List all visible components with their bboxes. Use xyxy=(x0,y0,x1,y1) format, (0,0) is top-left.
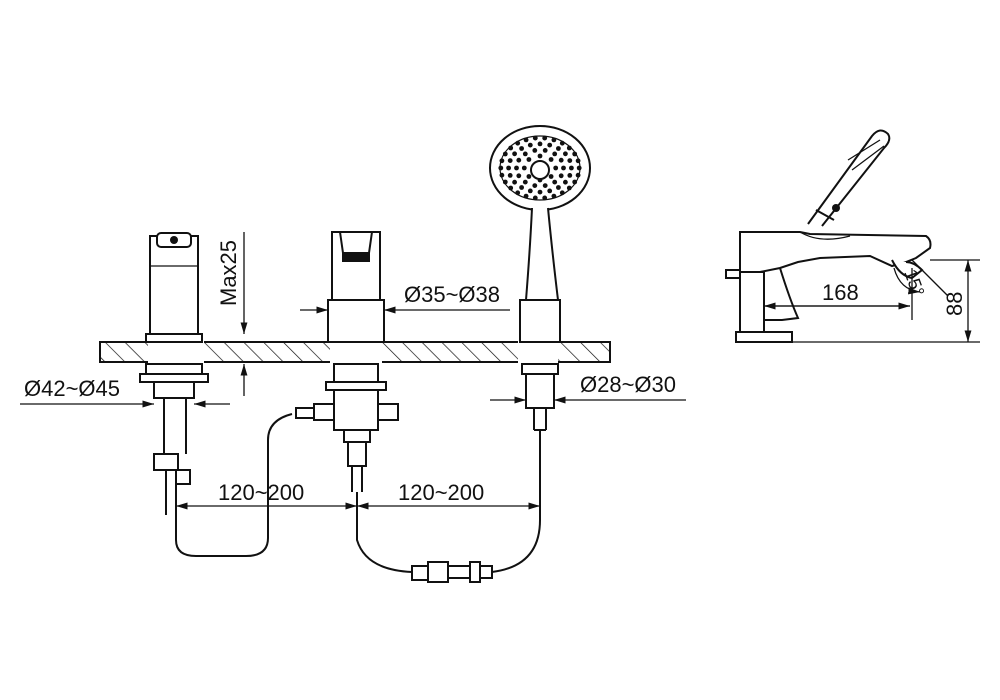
nozzle-dot xyxy=(508,185,514,191)
nozzle-dot xyxy=(548,157,554,162)
nozzle-dot xyxy=(515,140,521,146)
nozzle-dot xyxy=(499,172,505,178)
nozzle-dot xyxy=(516,173,522,179)
nozzle-dot xyxy=(567,173,573,178)
nozzle-dot xyxy=(575,172,581,178)
dimension-spacing: 120~200 120~200 xyxy=(176,480,540,510)
nozzle-dot xyxy=(547,142,553,148)
nozzle-dot xyxy=(566,185,572,191)
nozzle-dot xyxy=(523,137,529,143)
nozzle-dot xyxy=(507,173,513,178)
nozzle-dot xyxy=(547,188,553,194)
max-height-label: Max25 xyxy=(216,240,241,306)
nozzle-dot xyxy=(542,195,548,201)
nozzle-dot xyxy=(499,158,505,164)
dimension-shower-hole: Ø28~Ø30 xyxy=(490,372,686,404)
nozzle-dot xyxy=(559,140,565,146)
nozzle-dot xyxy=(522,151,528,157)
hand-shower xyxy=(489,125,591,431)
nozzle-dot xyxy=(567,158,573,164)
spacing-right-label: 120~200 xyxy=(398,480,484,505)
shower-hole-label: Ø28~Ø30 xyxy=(580,372,676,397)
nozzle-dot xyxy=(572,179,578,185)
side-view-faucet xyxy=(725,129,932,343)
nozzle-dot xyxy=(516,157,522,163)
nozzle-dot xyxy=(522,179,528,185)
nozzle-dot xyxy=(556,185,561,190)
dimension-spout-hole: Ø35~Ø38 xyxy=(300,282,510,314)
nozzle-dot xyxy=(515,190,521,196)
side-length-label: 168 xyxy=(822,280,859,305)
nozzle-dot xyxy=(527,142,533,148)
nozzle-dot xyxy=(572,151,578,157)
nozzle-dot xyxy=(575,158,581,164)
nozzle-dot xyxy=(532,195,538,201)
side-height-label: 88 xyxy=(942,292,967,316)
shower-nozzles xyxy=(498,135,582,201)
nozzle-dot xyxy=(563,151,568,157)
nozzle-dot xyxy=(576,165,582,171)
nozzle-dot xyxy=(532,148,538,153)
spacing-left-label: 120~200 xyxy=(218,480,304,505)
nozzle-dot xyxy=(558,157,564,163)
nozzle-dot xyxy=(498,165,504,171)
nozzle-dot xyxy=(553,165,559,171)
nozzle-dot xyxy=(551,137,557,143)
nozzle-dot xyxy=(519,185,524,190)
nozzle-dot xyxy=(502,151,508,157)
nozzle-dot xyxy=(512,151,517,157)
nozzle-dot xyxy=(552,151,558,157)
nozzle-dot xyxy=(552,179,558,185)
nozzle-dot xyxy=(527,188,533,194)
nozzle-dot xyxy=(521,165,527,171)
nozzle-dot xyxy=(561,165,566,171)
dimension-handle-hole: Ø42~Ø45 xyxy=(20,376,230,408)
nozzle-dot xyxy=(551,193,557,199)
mixer-handle-body xyxy=(139,232,209,515)
dimension-max25: Max25 xyxy=(210,232,250,396)
nozzle-dot xyxy=(537,189,543,195)
nozzle-dot xyxy=(548,174,554,179)
nozzle-dot xyxy=(559,190,565,196)
nozzle-dot xyxy=(512,179,517,185)
nozzle-dot xyxy=(514,165,519,171)
nozzle-dot xyxy=(506,165,511,171)
connecting-hoses xyxy=(175,413,541,583)
nozzle-dot xyxy=(508,145,514,151)
nozzle-dot xyxy=(502,179,508,185)
nozzle-dot xyxy=(569,165,574,171)
nozzle-dot xyxy=(537,141,543,147)
nozzle-dot xyxy=(519,146,524,151)
nozzle-dot xyxy=(537,153,543,159)
nozzle-dot xyxy=(542,148,548,153)
nozzle-dot xyxy=(556,146,561,151)
nozzle-dot xyxy=(542,183,548,189)
nozzle-dot xyxy=(532,135,538,141)
nozzle-dot xyxy=(558,173,564,179)
nozzle-dot xyxy=(542,135,548,141)
spout-body xyxy=(295,231,399,492)
handle-hole-label: Ø42~Ø45 xyxy=(24,376,120,401)
nozzle-dot xyxy=(526,174,532,179)
nozzle-dot xyxy=(507,158,513,164)
spout-hole-label: Ø35~Ø38 xyxy=(404,282,500,307)
nozzle-dot xyxy=(526,157,532,162)
nozzle-dot xyxy=(566,145,572,151)
nozzle-dot xyxy=(523,193,529,199)
nozzle-dot xyxy=(563,179,568,185)
nozzle-dot xyxy=(532,183,538,189)
dimension-side-view: 168 88 15° xyxy=(764,259,980,343)
